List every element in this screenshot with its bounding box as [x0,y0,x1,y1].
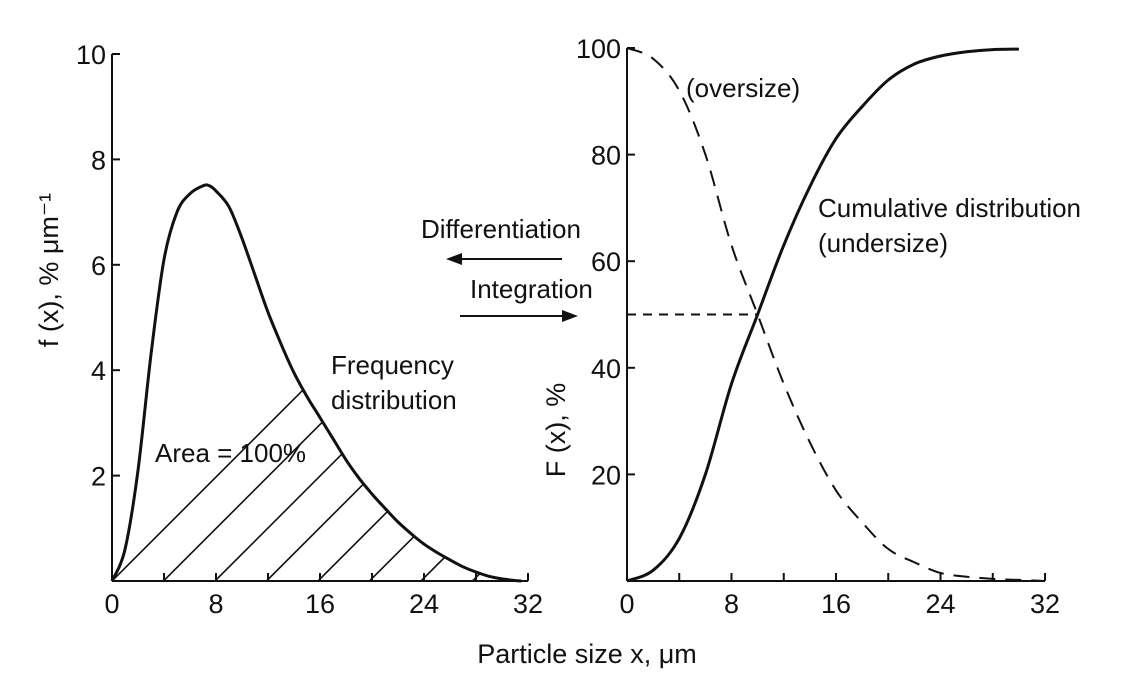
hatch-line [214,184,522,581]
oversize-label: (oversize) [686,73,800,103]
hatch-line [162,184,522,581]
x-axis-title: Particle size x, μm [477,639,697,669]
frequency-y-tick-label: 10 [76,40,106,70]
cumulative-y-axis-title: F (x), % [541,383,571,478]
frequency-label-line1: Frequency [331,350,454,380]
hatch-line [112,184,522,581]
frequency-y-axis-title: f (x), % μm⁻¹ [34,193,64,347]
cumulative-x-tick-label: 8 [724,589,739,619]
cumulative-y-tick-label: 20 [591,460,621,490]
hatch-line [730,81,1146,581]
undersize-curve [626,47,1019,583]
frequency-y-tick-label: 4 [91,356,106,386]
hatched-area [112,81,1146,581]
cumulative-y-tick-label: 100 [576,34,621,64]
cumulative-label-line1: Cumulative distribution [818,193,1081,223]
cumulative-axes: 0 8 16 24 32 20 40 60 80 100 [576,34,1060,619]
cumulative-y-tick-label: 60 [591,247,621,277]
frequency-x-tick-label: 0 [104,589,119,619]
frequency-x-tick-label: 16 [305,589,335,619]
integration-label: Integration [470,274,593,304]
hatch-line [627,81,1127,581]
hatch-line [265,184,522,581]
cumulative-x-tick-label: 32 [1030,589,1060,619]
frequency-x-tick-label: 32 [513,589,543,619]
operation-arrows: Differentiation Integration [421,214,593,322]
hatch-line [885,81,1146,581]
frequency-x-tick-label: 8 [208,589,223,619]
frequency-x-tick-label: 24 [409,589,439,619]
frequency-y-tick-label: 8 [91,145,106,175]
integration-arrowhead [562,310,578,322]
area-label: Area = 100% [155,438,306,468]
hatch-line [833,81,1146,581]
frequency-y-tick-label: 2 [91,462,106,492]
hatch-line [471,184,522,581]
hatch-line [420,184,522,581]
frequency-curve [110,183,522,583]
cumulative-x-tick-label: 24 [925,589,955,619]
differentiation-arrowhead [446,253,462,265]
cumulative-label-line2: (undersize) [818,228,948,258]
cumulative-x-tick-label: 0 [619,589,634,619]
oversize-curve [626,47,1046,582]
cumulative-y-tick-label: 80 [591,141,621,171]
cumulative-x-tick-label: 16 [821,589,851,619]
hatch-line [317,184,522,581]
frequency-y-tick-label: 6 [91,251,106,281]
cumulative-y-tick-label: 40 [591,354,621,384]
hatch-line [782,81,1146,581]
differentiation-label: Differentiation [421,214,581,244]
frequency-label-line2: distribution [331,385,457,415]
hatch-line [679,81,1146,581]
